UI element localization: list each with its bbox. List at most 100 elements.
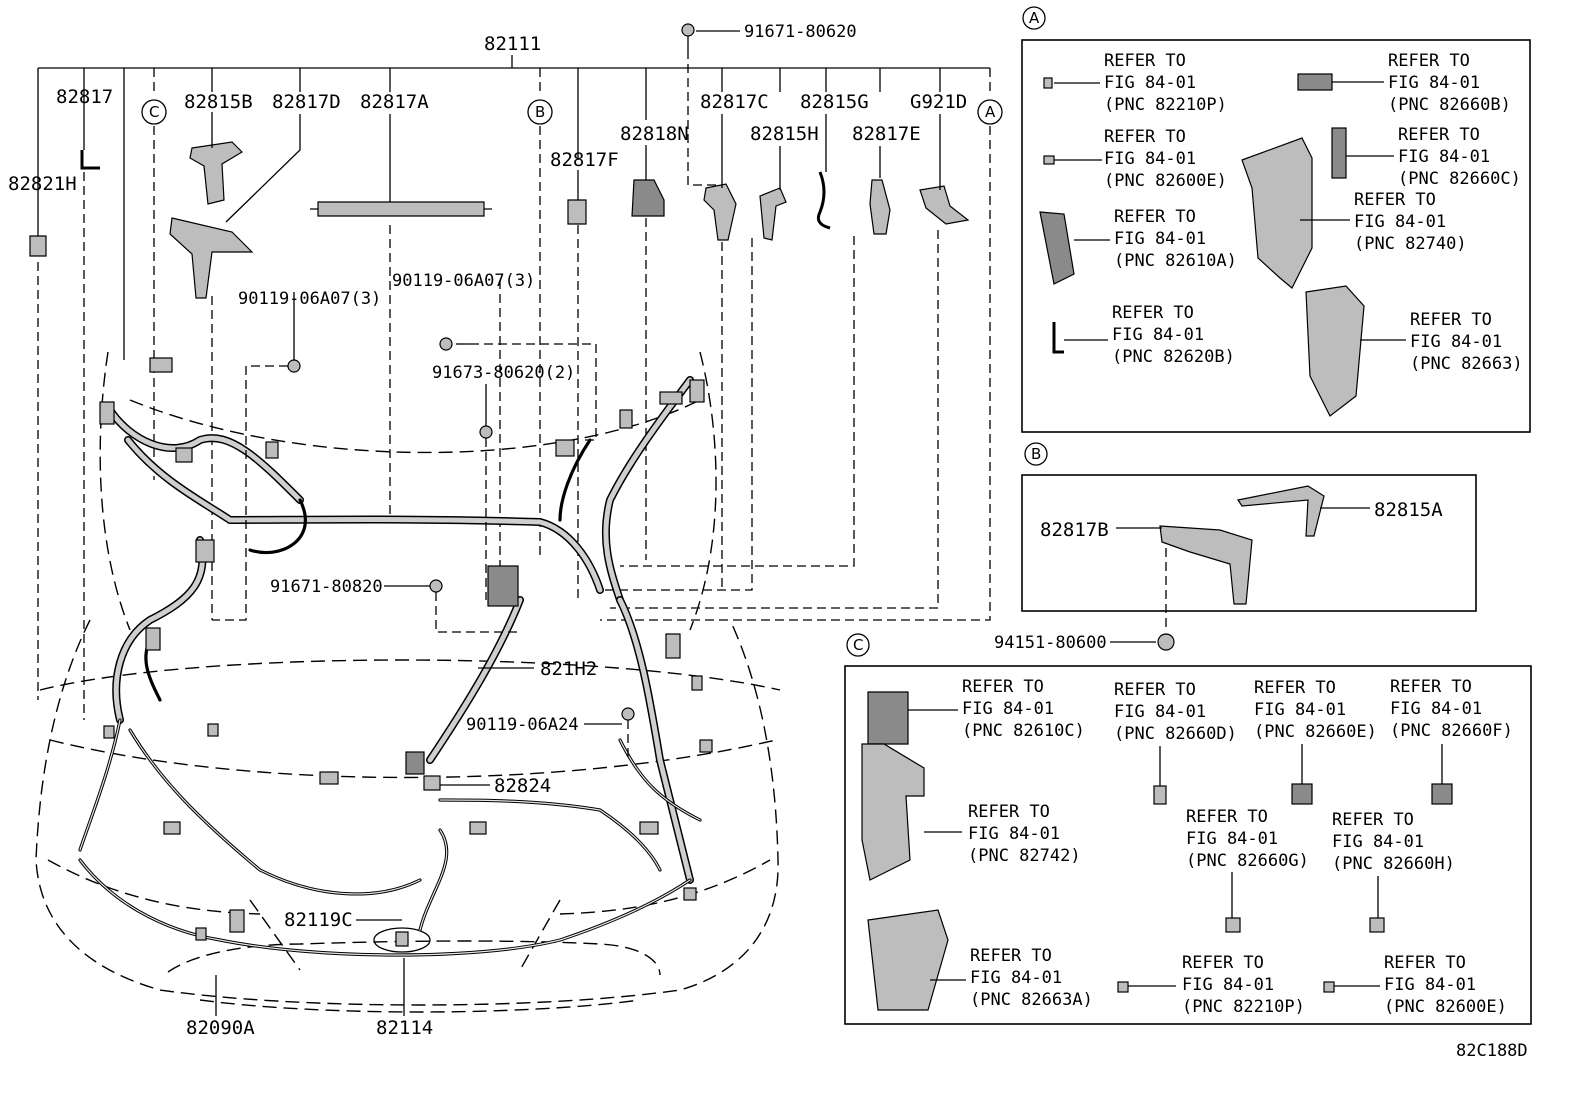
box-a-item-7-refer: REFER TO: [1410, 310, 1492, 330]
box-c-item-0-refer: REFER TO: [962, 677, 1044, 697]
label-82111: 82111: [484, 33, 541, 55]
label-91671-80620: 91671-80620: [744, 22, 857, 42]
label-90119-06A07-right: 90119-06A07(3): [392, 271, 535, 291]
box-c-item-3-refer: REFER TO: [1390, 677, 1472, 697]
box-c-item-6-fig: FIG 84-01: [1332, 832, 1424, 852]
label-82817A: 82817A: [360, 91, 429, 113]
main-circles: [141, 99, 1003, 125]
callout-b-box: B: [1031, 445, 1041, 463]
label-G921D: G921D: [910, 91, 967, 113]
box-a-item-6-refer: REFER TO: [1112, 303, 1194, 323]
callout-c-main: C: [149, 103, 159, 121]
box-a-item-6-fig: FIG 84-01: [1112, 325, 1204, 345]
diagram-code: 82C188D: [1456, 1041, 1528, 1061]
detail-box-a: [1021, 6, 1531, 433]
label-82818N: 82818N: [620, 123, 689, 145]
harness-connectors: [99, 357, 713, 947]
box-a-item-3-fig: FIG 84-01: [1398, 147, 1490, 167]
box-c-item-5-pnc: (PNC 82660G): [1186, 851, 1309, 871]
box-a-item-2-fig: FIG 84-01: [1104, 149, 1196, 169]
box-c-item-2-fig: FIG 84-01: [1254, 700, 1346, 720]
label-821H2: 821H2: [540, 658, 597, 680]
label-90119-06A24: 90119-06A24: [466, 715, 579, 735]
label-91671-80820: 91671-80820: [270, 577, 383, 597]
label-82817F: 82817F: [550, 149, 619, 171]
box-a-item-3-refer: REFER TO: [1398, 125, 1480, 145]
label-82815A: 82815A: [1374, 499, 1443, 521]
box-a-item-5-pnc: (PNC 82610A): [1114, 251, 1237, 271]
label-82817: 82817: [56, 86, 113, 108]
box-a-item-4-fig: FIG 84-01: [1354, 212, 1446, 232]
box-a-item-2-pnc: (PNC 82600E): [1104, 171, 1227, 191]
label-82090A: 82090A: [186, 1017, 255, 1039]
box-a-item-4-pnc: (PNC 82740): [1354, 234, 1467, 254]
detail-box-c: [844, 633, 1532, 1025]
box-a-item-7-pnc: (PNC 82663): [1410, 354, 1523, 374]
box-a-item-5-refer: REFER TO: [1114, 207, 1196, 227]
label-82815B: 82815B: [184, 91, 253, 113]
callout-b-main: B: [535, 103, 545, 121]
box-c-item-9-refer: REFER TO: [1384, 953, 1466, 973]
label-82817D: 82817D: [272, 91, 341, 113]
box-a-item-1-pnc: (PNC 82660B): [1388, 95, 1511, 115]
box-c-item-5-fig: FIG 84-01: [1186, 829, 1278, 849]
callout-a-box: A: [1029, 9, 1040, 27]
box-a-item-5-fig: FIG 84-01: [1114, 229, 1206, 249]
box-c-item-4-fig: FIG 84-01: [968, 824, 1060, 844]
label-90119-06A07-left: 90119-06A07(3): [238, 289, 381, 309]
label-82114: 82114: [376, 1017, 433, 1039]
box-a-item-2-refer: REFER TO: [1104, 127, 1186, 147]
box-c-item-3-fig: FIG 84-01: [1390, 699, 1482, 719]
main-leaders: [37, 30, 991, 720]
bolt-leaders: [212, 292, 629, 1016]
harness: [106, 376, 694, 884]
box-c-item-9-pnc: (PNC 82600E): [1384, 997, 1507, 1017]
top-bracket: [37, 55, 991, 360]
box-c-item-2-pnc: (PNC 82660E): [1254, 722, 1377, 742]
box-c-item-0-fig: FIG 84-01: [962, 699, 1054, 719]
label-82815H: 82815H: [750, 123, 819, 145]
box-a-item-0-pnc: (PNC 82210P): [1104, 95, 1227, 115]
label-82824: 82824: [494, 775, 551, 797]
detail-box-b: [1021, 442, 1477, 651]
box-a-item-7-fig: FIG 84-01: [1410, 332, 1502, 352]
wires: [78, 438, 702, 957]
callout-a-main: A: [985, 103, 996, 121]
box-c-item-8-pnc: (PNC 82210P): [1182, 997, 1305, 1017]
label-91673-80620: 91673-80620(2): [432, 363, 575, 383]
box-a-item-1-refer: REFER TO: [1388, 51, 1470, 71]
box-c-item-7-fig: FIG 84-01: [970, 968, 1062, 988]
box-a-item-4-refer: REFER TO: [1354, 190, 1436, 210]
box-a-item-1-fig: FIG 84-01: [1388, 73, 1480, 93]
box-c-item-8-fig: FIG 84-01: [1182, 975, 1274, 995]
box-c-item-1-pnc: (PNC 82660D): [1114, 724, 1237, 744]
box-c-item-0-pnc: (PNC 82610C): [962, 721, 1085, 741]
vehicle-outline: [35, 351, 781, 1013]
label-82817B: 82817B: [1040, 519, 1109, 541]
box-c-item-3-pnc: (PNC 82660F): [1390, 721, 1513, 741]
label-82815G: 82815G: [800, 91, 869, 113]
box-c-item-6-refer: REFER TO: [1332, 810, 1414, 830]
box-c-item-4-refer: REFER TO: [968, 802, 1050, 822]
box-c-item-1-refer: REFER TO: [1114, 680, 1196, 700]
box-c-item-6-pnc: (PNC 82660H): [1332, 854, 1455, 874]
box-c-item-7-refer: REFER TO: [970, 946, 1052, 966]
box-a-item-3-pnc: (PNC 82660C): [1398, 169, 1521, 189]
label-82817E: 82817E: [852, 123, 921, 145]
label-82817C: 82817C: [700, 91, 769, 113]
box-c-item-1-fig: FIG 84-01: [1114, 702, 1206, 722]
main-labels: 82111 82817 82821H 82815B 82817D 82817A …: [8, 22, 967, 1039]
label-82821H: 82821H: [8, 173, 77, 195]
box-a-item-0-refer: REFER TO: [1104, 51, 1186, 71]
box-c-item-4-pnc: (PNC 82742): [968, 846, 1081, 866]
callout-c-box: C: [853, 636, 863, 654]
label-82119C: 82119C: [284, 909, 353, 931]
main-bolts: [287, 337, 635, 721]
box-c-item-7-pnc: (PNC 82663A): [970, 990, 1093, 1010]
label-94151-80600: 94151-80600: [994, 633, 1107, 653]
box-c-item-2-refer: REFER TO: [1254, 678, 1336, 698]
box-c-item-9-fig: FIG 84-01: [1384, 975, 1476, 995]
box-a-item-6-pnc: (PNC 82620B): [1112, 347, 1235, 367]
